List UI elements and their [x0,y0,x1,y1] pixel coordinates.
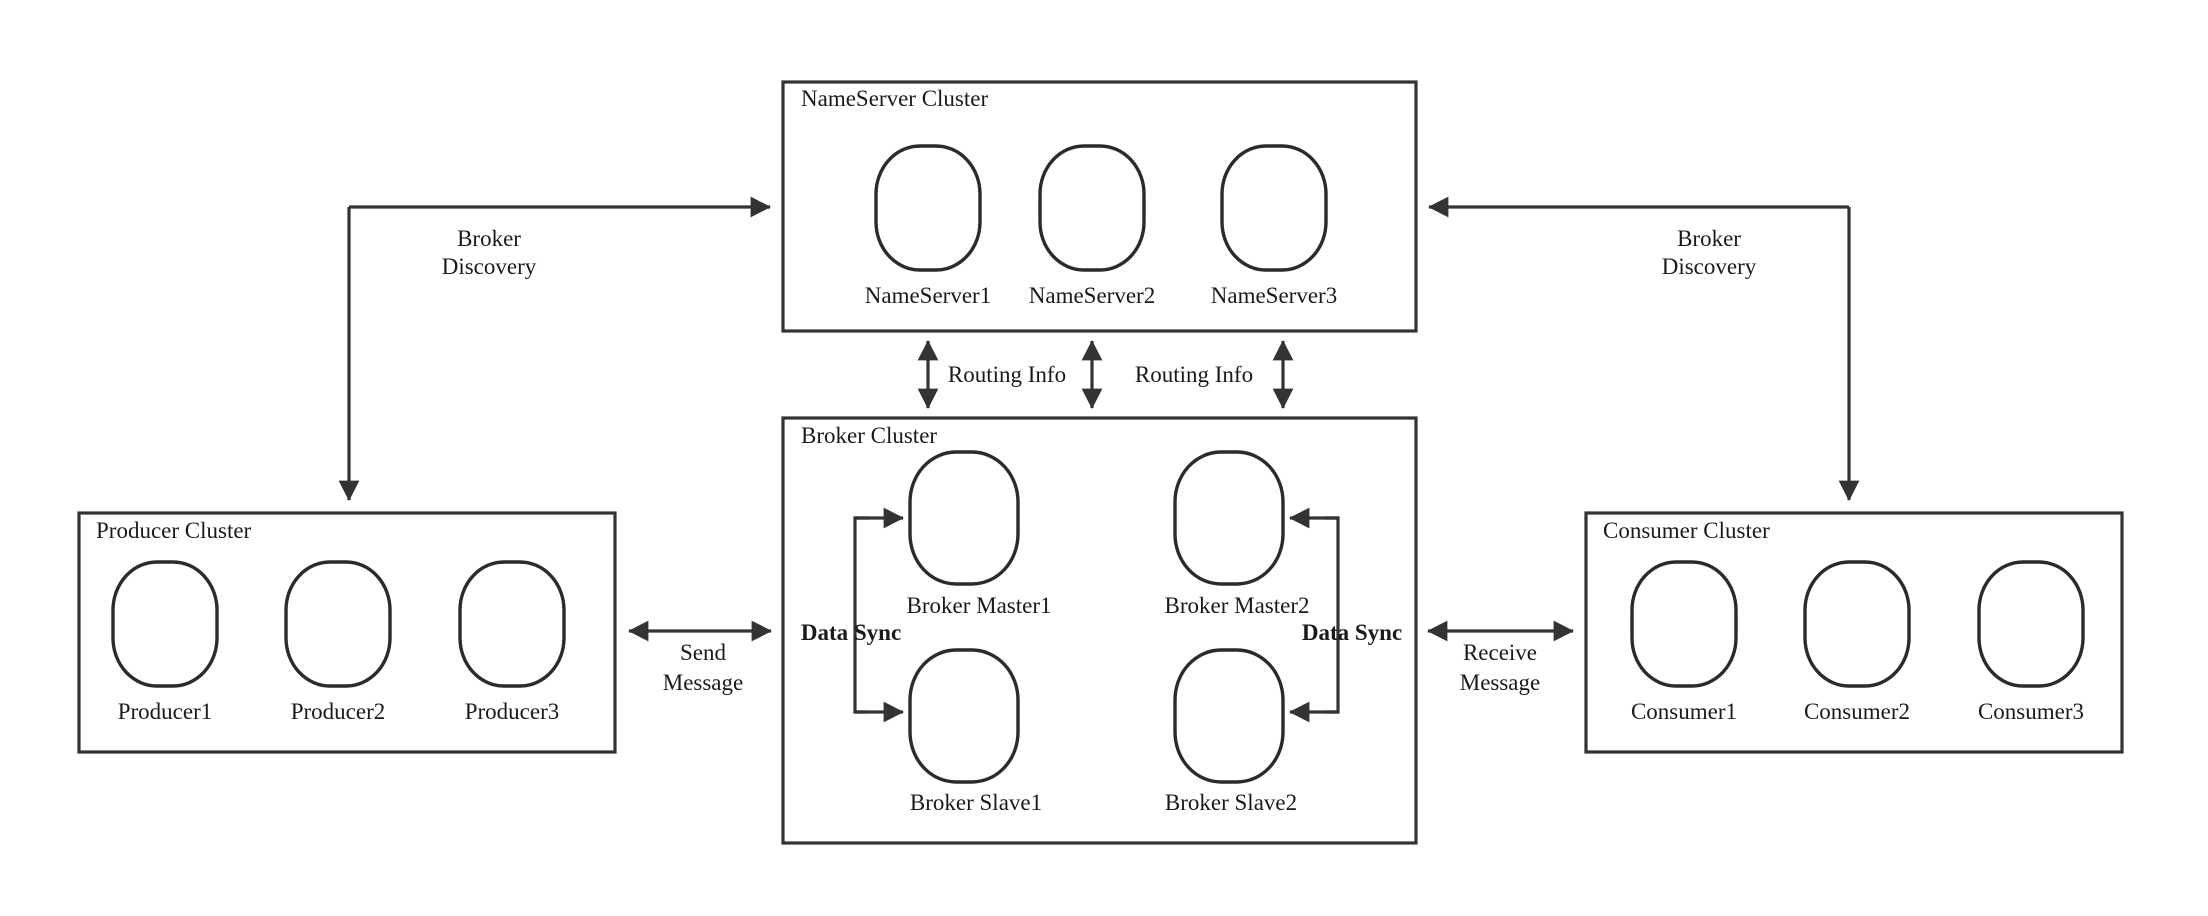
node-broker-master1-label: Broker Master1 [907,593,1052,618]
edge-broker-discovery-left[interactable]: Broker Discovery [338,196,771,501]
node-producer2-label: Producer2 [291,699,386,724]
cluster-broker[interactable]: Broker Cluster Broker Master1 Broker Mas… [781,416,1418,845]
edge-broker-discovery-right-label-line2: Discovery [1662,254,1757,279]
node-broker-slave1-shape[interactable] [908,648,1020,784]
edge-broker-discovery-left-label-line2: Discovery [442,254,537,279]
node-consumer2-label: Consumer2 [1804,699,1910,724]
cluster-broker-box[interactable] [781,416,1418,845]
edge-data-sync-right[interactable]: Data Sync [1289,507,1402,723]
node-consumer2-shape[interactable] [1803,560,1911,688]
edge-data-sync-right-label: Data Sync [1302,620,1402,645]
node-nameserver1-shape[interactable] [874,144,982,272]
node-producer1-label: Producer1 [118,699,213,724]
cluster-producer-title: Producer Cluster [96,518,252,543]
node-broker-slave2-shape[interactable] [1173,648,1285,784]
edge-data-sync-left-label: Data Sync [801,620,901,645]
edge-routing-info-group[interactable]: Routing Info Routing Info [917,340,1294,409]
edge-broker-discovery-right-label-line1: Broker [1677,226,1741,251]
node-nameserver1-label: NameServer1 [865,283,991,308]
cluster-consumer[interactable]: Consumer Cluster Consumer1 Consumer2 Con… [1584,511,2124,754]
cluster-consumer-title: Consumer Cluster [1603,518,1770,543]
node-producer3-shape[interactable] [458,560,566,688]
node-broker-master2-shape[interactable] [1173,450,1285,586]
edge-routing-info-label-1: Routing Info [948,362,1066,387]
edge-receive-message-label-line2: Message [1460,670,1540,695]
node-consumer3-shape[interactable] [1977,560,2085,688]
edge-receive-message[interactable]: Receive Message [1427,620,1574,695]
node-producer1-shape[interactable] [111,560,219,688]
node-broker-slave2-label: Broker Slave2 [1165,790,1297,815]
edge-broker-discovery-left-label-line1: Broker [457,226,521,251]
edge-receive-message-label-line1: Receive [1463,640,1537,665]
node-broker-slave1-label: Broker Slave1 [910,790,1042,815]
edge-send-message-label-line1: Send [680,640,727,665]
cluster-nameserver[interactable]: NameServer Cluster NameServer1 NameServe… [781,80,1418,333]
node-consumer1-label: Consumer1 [1631,699,1737,724]
node-producer3-label: Producer3 [465,699,560,724]
node-consumer1-shape[interactable] [1630,560,1738,688]
node-consumer3-label: Consumer3 [1978,699,2084,724]
cluster-producer[interactable]: Producer Cluster Producer1 Producer2 Pro… [77,511,617,754]
node-producer2-shape[interactable] [284,560,392,688]
edge-broker-discovery-right[interactable]: Broker Discovery [1428,196,1860,501]
edge-data-sync-left[interactable]: Data Sync [801,507,904,723]
node-broker-master1-shape[interactable] [908,450,1020,586]
node-nameserver3-label: NameServer3 [1211,283,1337,308]
node-nameserver2-shape[interactable] [1038,144,1146,272]
node-broker-master2-label: Broker Master2 [1165,593,1310,618]
node-nameserver2-label: NameServer2 [1029,283,1155,308]
edge-send-message[interactable]: Send Message [628,620,772,695]
edge-routing-info-label-2: Routing Info [1135,362,1253,387]
edge-send-message-label-line2: Message [663,670,743,695]
node-nameserver3-shape[interactable] [1220,144,1328,272]
cluster-nameserver-title: NameServer Cluster [801,86,988,111]
cluster-broker-title: Broker Cluster [801,423,937,448]
